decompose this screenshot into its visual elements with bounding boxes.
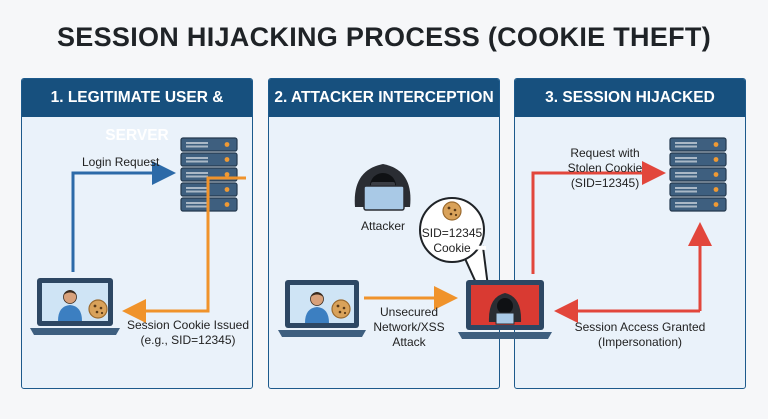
panel-header: 1. LEGITIMATE USER & SERVER	[22, 79, 252, 144]
cookie-issued-arrow	[122, 176, 246, 323]
panel-header: 3. SESSION HIJACKED	[515, 79, 745, 117]
cookie-icon	[442, 201, 462, 221]
stolen-cookie-request-arrow	[531, 161, 666, 274]
attack-line1: Unsecured	[379, 305, 439, 319]
login-request-arrow	[71, 161, 176, 272]
login-request-label: Login Request	[82, 155, 160, 169]
server-icon	[670, 138, 726, 211]
request-line3: (SID=12345)	[570, 176, 640, 190]
attacker-label: Attacker	[360, 219, 405, 233]
cookie-issued-line1: Session Cookie Issued	[126, 318, 250, 332]
cookie-icon	[331, 299, 351, 319]
stolen-cookie-line1: SID=12345	[421, 226, 483, 240]
panel-legitimate: 1. LEGITIMATE USER & SERVER	[21, 78, 253, 389]
cookie-icon	[88, 299, 108, 319]
access-line1: Session Access Granted	[574, 320, 706, 334]
hooded-attacker-icon	[354, 164, 411, 211]
access-granted-label: Session Access Granted (Impersonation)	[565, 320, 715, 350]
stolen-cookie-label: SID=12345 Cookie	[420, 226, 484, 256]
stolen-cookie-request-label: Request with Stolen Cookie (SID=12345)	[545, 146, 665, 191]
cookie-issued-label: Session Cookie Issued (e.g., SID=12345)	[108, 318, 268, 348]
attacker-laptop-icon	[458, 280, 552, 339]
stolen-cookie-line2: Cookie	[433, 241, 471, 255]
attack-vector-label: Unsecured Network/XSS Attack	[366, 305, 452, 350]
cookie-issued-line2: (e.g., SID=12345)	[140, 333, 236, 347]
request-line1: Request with	[570, 146, 640, 160]
laptop-user-icon	[278, 280, 366, 337]
attack-line3: Attack	[392, 335, 426, 349]
panel-header: 2. ATTACKER INTERCEPTION	[269, 79, 499, 117]
attack-line2: Network/XSS	[373, 320, 445, 334]
access-line2: (Impersonation)	[597, 335, 683, 349]
page-title: SESSION HIJACKING PROCESS (COOKIE THEFT)	[56, 22, 712, 52]
request-line2: Stolen Cookie	[567, 161, 643, 175]
